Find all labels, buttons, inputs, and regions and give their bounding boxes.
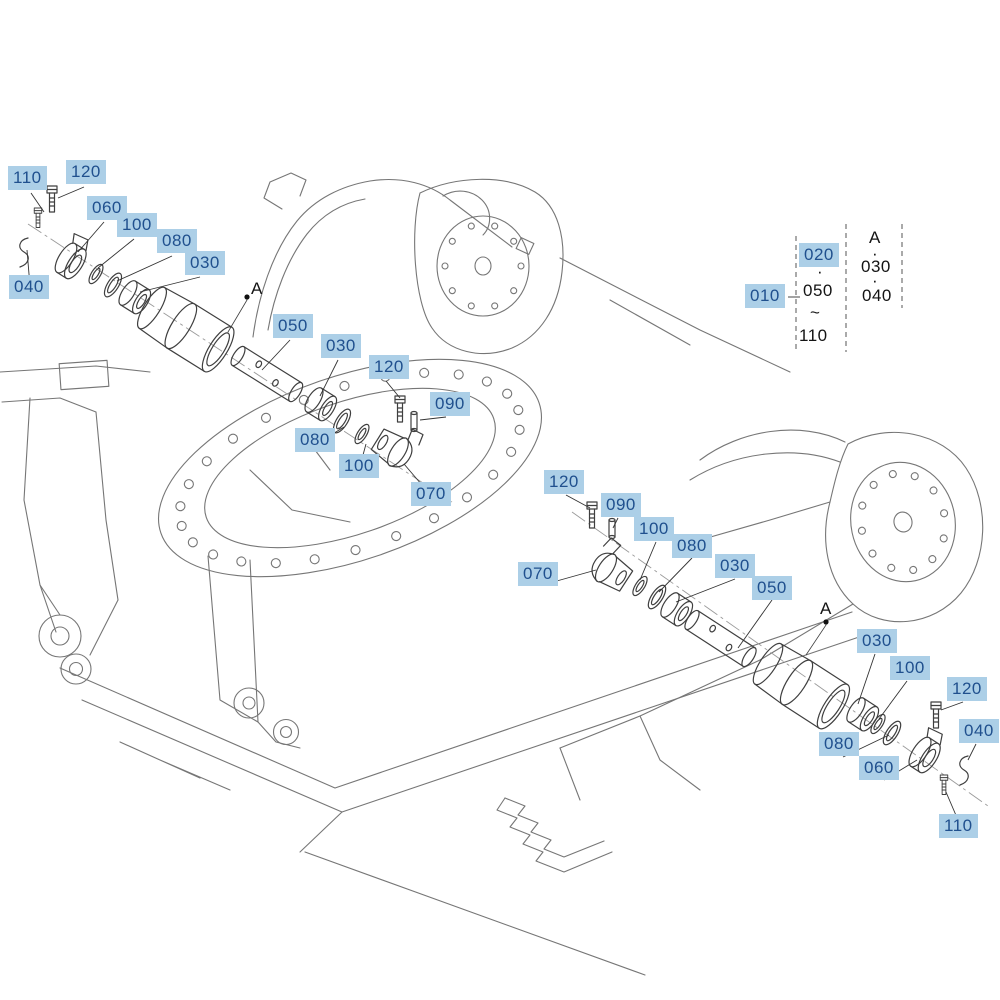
callout-090-15[interactable]: 090: [601, 493, 641, 517]
callout-120-1[interactable]: 120: [66, 160, 106, 184]
callout-030-18[interactable]: 030: [715, 554, 755, 578]
exploded-assembly-lower: [584, 501, 969, 795]
callout-030-21[interactable]: 030: [857, 629, 897, 653]
callout-110-27[interactable]: 110: [939, 814, 978, 838]
callout-040-24[interactable]: 040: [959, 719, 999, 743]
callout-060-2[interactable]: 060: [87, 196, 127, 220]
callout-010-29[interactable]: 010: [745, 284, 785, 308]
callout-050-7[interactable]: 050: [273, 314, 313, 338]
hub-bolt-holes: [441, 222, 525, 310]
callout-060-26[interactable]: 060: [859, 756, 899, 780]
plain-label-~-3: ~: [810, 303, 821, 322]
callout-080-25[interactable]: 080: [819, 732, 859, 756]
plain-label-030-6: 030: [861, 257, 891, 276]
callout-050-19[interactable]: 050: [752, 576, 792, 600]
callout-100-16[interactable]: 100: [634, 517, 674, 541]
callout-020-28[interactable]: 020: [799, 243, 839, 267]
callout-030-5[interactable]: 030: [185, 251, 225, 275]
plain-label-110-4: 110: [799, 326, 828, 345]
plain-label-·-10: ·: [872, 271, 879, 290]
plain-label-A-1: A: [820, 599, 832, 618]
plain-label-A-0: A: [251, 279, 263, 298]
plain-label-A-5: A: [869, 228, 881, 247]
plain-label-050-2: 050: [803, 281, 833, 300]
callout-080-17[interactable]: 080: [672, 534, 712, 558]
plain-label-·-8: ·: [817, 262, 824, 281]
callout-100-12[interactable]: 100: [339, 454, 379, 478]
callout-100-22[interactable]: 100: [890, 656, 930, 680]
callout-120-14[interactable]: 120: [544, 470, 584, 494]
callout-070-13[interactable]: 070: [411, 482, 451, 506]
idler-bolt-holes: [857, 470, 949, 574]
plain-label-·-9: ·: [872, 244, 879, 263]
callout-040-6[interactable]: 040: [9, 275, 49, 299]
callout-070-20[interactable]: 070: [518, 562, 558, 586]
plain-label-040-7: 040: [862, 286, 892, 305]
callout-090-10[interactable]: 090: [430, 392, 470, 416]
exploded-assembly-upper: [19, 185, 426, 474]
callout-110-0[interactable]: 110: [8, 166, 47, 190]
callout-100-3[interactable]: 100: [117, 213, 157, 237]
callout-120-23[interactable]: 120: [947, 677, 987, 701]
legend-brackets: [795, 224, 903, 352]
callout-120-9[interactable]: 120: [369, 355, 409, 379]
callout-080-4[interactable]: 080: [157, 229, 197, 253]
callout-080-11[interactable]: 080: [295, 428, 335, 452]
callout-030-8[interactable]: 030: [321, 334, 361, 358]
flange-bolt-holes: [175, 367, 525, 569]
frame-line-art: [0, 172, 984, 976]
